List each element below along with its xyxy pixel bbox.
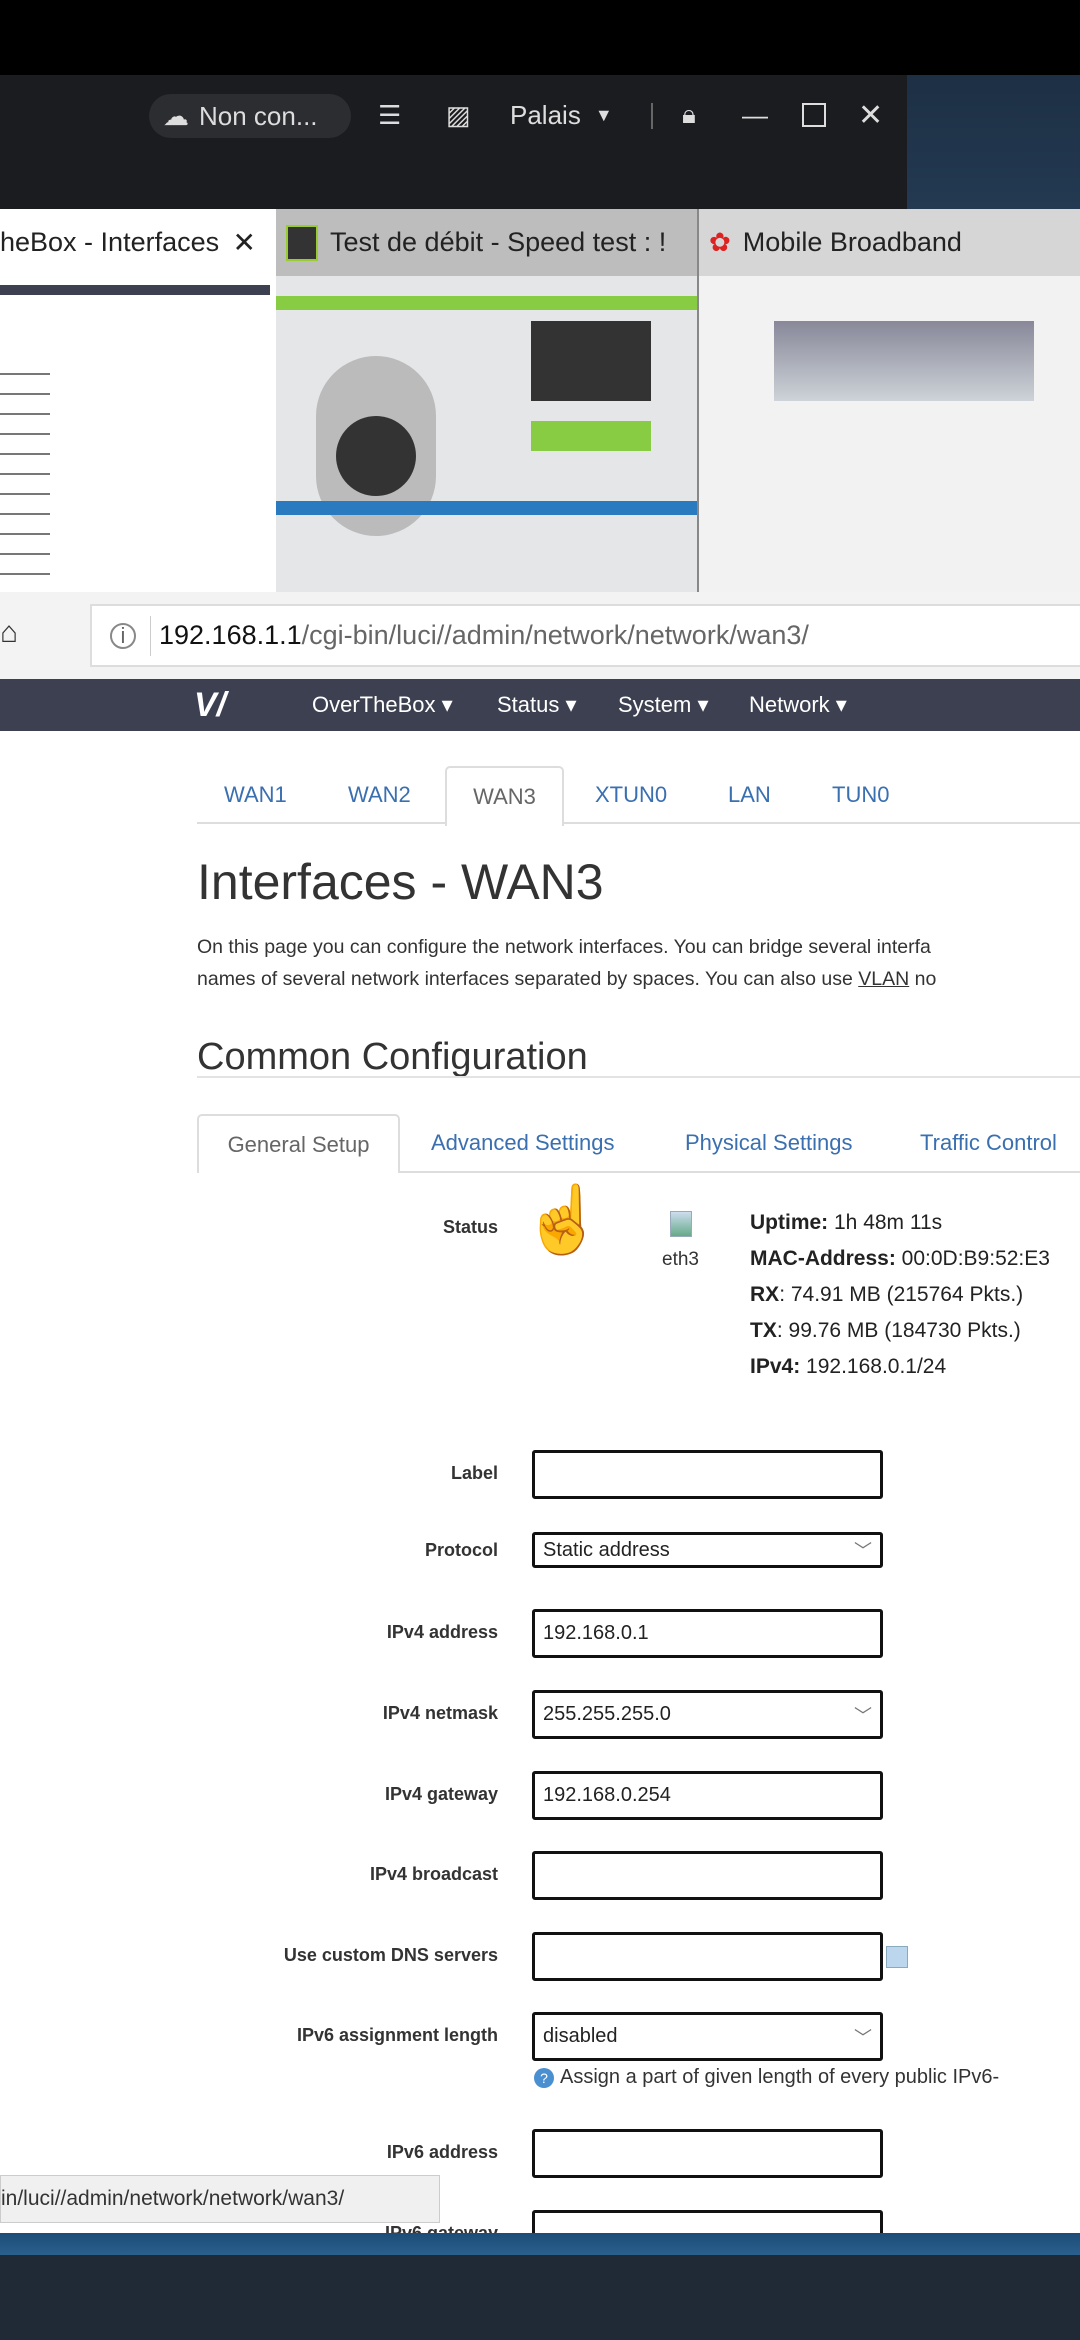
tab-mobile-broadband[interactable]: ✿Mobile Broadband [697, 209, 1080, 592]
tab-preview [276, 276, 697, 592]
add-entry-icon[interactable] [886, 1946, 908, 1968]
ip6assign-label: IPv6 assignment length [296, 2025, 498, 2045]
chevron-down-icon: ﹀ [854, 1705, 872, 1726]
caret-down-icon: ▼ [594, 104, 613, 125]
label-input[interactable] [532, 1450, 883, 1499]
tab-wan3[interactable]: WAN3 [445, 766, 564, 826]
maximize-button[interactable] [802, 103, 826, 127]
protocol-select[interactable]: Static address﹀ [532, 1532, 883, 1568]
huawei-favicon: ✿ [709, 227, 731, 257]
url-input[interactable]: i 192.168.1.1/cgi-bin/luci//admin/networ… [90, 604, 1080, 667]
overthebox-logo[interactable]: V/ [194, 685, 227, 724]
chevron-down-icon: ﹀ [854, 2027, 872, 2048]
tab-switcher: heBox - Interfaces✕ Test de débit - Spee… [0, 209, 1080, 592]
cloud-status-button[interactable]: ☁Non con... [149, 94, 351, 138]
home-icon[interactable]: ⌂ [0, 616, 19, 649]
divider [651, 103, 653, 129]
tab-xtun0[interactable]: XTUN0 [595, 782, 668, 807]
lock-icon[interactable]: 🔒︎ [682, 99, 696, 129]
menu-overthebox[interactable]: OverTheBox ▾ [312, 692, 453, 717]
ipv4-broadcast-label: IPv4 broadcast [369, 1864, 498, 1884]
subtab-traffic-control[interactable]: Traffic Control [920, 1130, 1057, 1155]
status-info: Uptime: 1h 48m 11s MAC-Address: 00:0D:B9… [750, 1211, 1050, 1378]
protocol-label: Protocol [424, 1540, 498, 1560]
desktop-background [907, 75, 1080, 209]
tab-preview [699, 276, 1080, 592]
menu-status[interactable]: Status ▾ [497, 692, 577, 717]
info-icon[interactable]: i [110, 622, 136, 649]
device-name: eth3 [662, 1249, 699, 1270]
close-button[interactable]: ✕ [858, 98, 884, 132]
workspace-dropdown[interactable]: Palais▼ [510, 99, 613, 130]
desktop-background [0, 2255, 1080, 2340]
tab-interfaces[interactable]: heBox - Interfaces✕ [0, 209, 276, 592]
ipv6-address-input[interactable] [532, 2129, 883, 2178]
ipv6-gateway-label: IPv6 gateway [384, 2223, 498, 2233]
menu-system[interactable]: System ▾ [618, 692, 709, 717]
ipv4-broadcast-input[interactable] [532, 1851, 883, 1900]
ipv4-netmask-select[interactable]: 255.255.255.0﹀ [532, 1690, 883, 1739]
speedtest-favicon [286, 224, 318, 261]
tab-lan[interactable]: LAN [728, 782, 771, 807]
ipv6-gateway-input[interactable] [532, 2210, 883, 2233]
list-icon[interactable]: ☰ [378, 99, 402, 130]
tab-wan2[interactable]: WAN2 [348, 782, 411, 807]
ipv4-netmask-label: IPv4 netmask [382, 1703, 498, 1723]
ipv6-address-label: IPv6 address [386, 2142, 498, 2162]
subtab-general-setup[interactable]: General Setup [197, 1114, 400, 1173]
dns-input[interactable] [532, 1932, 883, 1981]
subtab-physical-settings[interactable]: Physical Settings [685, 1130, 853, 1155]
activity-monitor-icon[interactable]: ▨ [446, 99, 471, 130]
window-titlebar: ☁Non con... ☰ ▨ Palais▼ 🔒︎ — ✕ [0, 75, 1080, 209]
section-title: Common Configuration [197, 1036, 588, 1078]
help-icon: ? [534, 2067, 554, 2088]
page-content: WAN1 WAN2 WAN3 XTUN0 LAN TUN0 Interfaces… [0, 731, 1080, 2233]
ipv4-address-input[interactable]: 192.168.0.1 [532, 1609, 883, 1658]
ipv4-address-label: IPv4 address [386, 1622, 498, 1642]
taskbar-edge [0, 2233, 1080, 2255]
page-title: Interfaces - WAN3 [197, 854, 604, 910]
ipv4-gateway-label: IPv4 gateway [384, 1784, 498, 1804]
chevron-down-icon: ﹀ [854, 1541, 872, 1561]
ip6assign-select[interactable]: disabled﹀ [532, 2012, 883, 2061]
subtab-advanced-settings[interactable]: Advanced Settings [431, 1130, 615, 1155]
menu-network[interactable]: Network ▾ [749, 692, 847, 717]
vlan-link[interactable]: VLAN [858, 968, 910, 990]
label-field-label: Label [450, 1463, 498, 1483]
network-port-icon [670, 1211, 692, 1237]
ip6assign-help: ?Assign a part of given length of every … [534, 2066, 999, 2089]
luci-navbar: V/ OverTheBox ▾ Status ▾ System ▾ Networ… [0, 679, 1080, 731]
hand-cursor-icon: ☝ [522, 1182, 605, 1256]
cloud-icon: ☁ [163, 100, 189, 131]
minimize-button[interactable]: — [742, 99, 768, 130]
tab-tun0[interactable]: TUN0 [832, 782, 890, 807]
tab-preview [0, 276, 276, 592]
tab-wan1[interactable]: WAN1 [224, 782, 287, 807]
dns-label: Use custom DNS servers [283, 1945, 498, 1965]
close-tab-icon[interactable]: ✕ [232, 227, 256, 258]
ipv4-gateway-input[interactable]: 192.168.0.254 [532, 1771, 883, 1820]
status-label: Status [442, 1217, 498, 1237]
tab-speed-test[interactable]: Test de débit - Speed test : ! [276, 209, 697, 592]
address-bar-row: ⌂ i 192.168.1.1/cgi-bin/luci//admin/netw… [0, 592, 1080, 679]
page-description: On this page you can configure the netwo… [197, 936, 937, 990]
link-status-bar: in/luci//admin/network/network/wan3/ [0, 2175, 440, 2223]
